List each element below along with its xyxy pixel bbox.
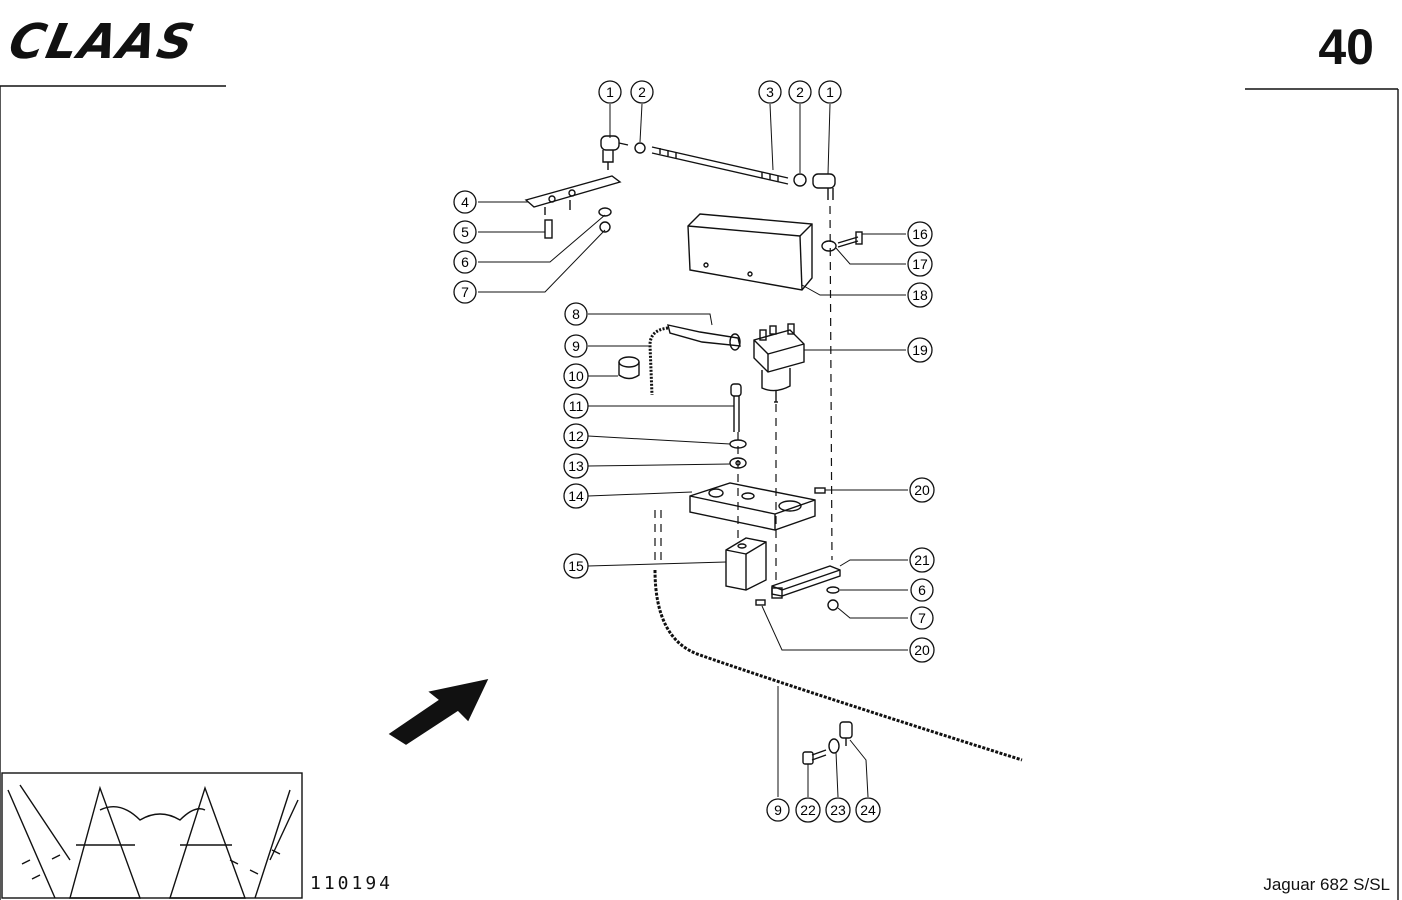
bolt-box xyxy=(837,231,863,248)
svg-text:17: 17 xyxy=(912,256,928,272)
svg-text:7: 7 xyxy=(461,284,469,300)
svg-text:13: 13 xyxy=(568,458,584,474)
drawing-number: 110194 xyxy=(310,873,394,894)
washer-23 xyxy=(828,738,840,754)
callout-19: 19 xyxy=(907,337,933,363)
screw-long xyxy=(730,383,742,432)
svg-text:20: 20 xyxy=(914,642,930,658)
spacer-block xyxy=(725,537,767,591)
svg-text:15: 15 xyxy=(568,558,584,574)
grub-screw-upper xyxy=(814,487,826,494)
cable-clip-24 xyxy=(839,721,853,746)
ball-joint-left xyxy=(600,135,629,170)
svg-text:1: 1 xyxy=(826,84,834,100)
bolt-22 xyxy=(802,749,827,765)
callout-20b: 20 xyxy=(909,637,935,663)
svg-text:9: 9 xyxy=(572,338,580,354)
svg-text:16: 16 xyxy=(912,226,928,242)
nut-7b xyxy=(827,599,839,611)
callout-12: 12 xyxy=(563,423,589,449)
svg-text:11: 11 xyxy=(569,398,584,414)
washer-6b xyxy=(826,586,840,594)
svg-text:9: 9 xyxy=(774,802,782,818)
svg-text:21: 21 xyxy=(914,552,930,568)
callout-13: 13 xyxy=(563,453,589,479)
svg-text:22: 22 xyxy=(800,802,816,818)
washer-box xyxy=(821,240,837,252)
svg-text:4: 4 xyxy=(461,194,469,210)
callout-6a: 6 xyxy=(453,250,477,274)
nut-left xyxy=(634,142,646,154)
svg-text:8: 8 xyxy=(572,306,580,322)
callout-14: 14 xyxy=(563,483,589,509)
callout-9b: 9 xyxy=(766,798,790,822)
svg-text:2: 2 xyxy=(796,84,804,100)
svg-text:10: 10 xyxy=(568,368,584,384)
svg-text:6: 6 xyxy=(461,254,469,270)
svg-text:6: 6 xyxy=(918,582,926,598)
callout-5: 5 xyxy=(453,220,477,244)
svg-text:14: 14 xyxy=(568,488,584,504)
callout-1a: 1 xyxy=(598,80,622,104)
svg-text:7: 7 xyxy=(918,610,926,626)
plug-connector xyxy=(667,324,741,351)
nut-right xyxy=(793,173,807,187)
cable-long xyxy=(653,569,1023,762)
callout-7b: 7 xyxy=(910,606,934,630)
harvester-thumbnail xyxy=(1,772,303,899)
callout-18: 18 xyxy=(907,282,933,308)
solenoid-valve xyxy=(753,323,805,403)
svg-text:19: 19 xyxy=(912,342,928,358)
callout-24: 24 xyxy=(855,797,881,823)
callout-1b: 1 xyxy=(818,80,842,104)
threaded-rod xyxy=(651,146,789,185)
svg-text:20: 20 xyxy=(914,482,930,498)
svg-text:18: 18 xyxy=(912,287,928,303)
grub-screw-lower xyxy=(755,599,766,606)
lever-plate xyxy=(524,175,622,215)
callout-3: 3 xyxy=(758,80,782,104)
svg-text:1: 1 xyxy=(606,84,614,100)
ball-joint-right xyxy=(812,173,836,200)
nut-lower-left xyxy=(599,221,611,233)
callout-7a: 7 xyxy=(453,280,477,304)
callout-10: 10 xyxy=(563,363,589,389)
cable-upper xyxy=(648,326,669,396)
callout-23: 23 xyxy=(825,797,851,823)
svg-text:5: 5 xyxy=(461,224,469,240)
svg-text:24: 24 xyxy=(860,802,876,818)
direction-arrow xyxy=(388,679,489,745)
svg-text:2: 2 xyxy=(638,84,646,100)
callout-8: 8 xyxy=(564,302,588,326)
machine-model: Jaguar 682 S/SL xyxy=(1263,875,1390,894)
pin xyxy=(544,219,553,239)
callout-17: 17 xyxy=(907,251,933,277)
callout-4: 4 xyxy=(453,190,477,214)
svg-text:12: 12 xyxy=(568,428,584,444)
callout-bubbles: 1 2 3 2 1 4 5 6 7 16 17 18 8 9 10 19 11 … xyxy=(453,80,935,823)
callout-16: 16 xyxy=(907,221,933,247)
callout-15: 15 xyxy=(563,553,589,579)
callout-9a: 9 xyxy=(564,334,588,358)
control-box-housing xyxy=(687,213,813,291)
page-number: 40 xyxy=(1318,19,1374,75)
callout-22: 22 xyxy=(795,797,821,823)
callout-11: 11 xyxy=(563,393,589,419)
callout-21: 21 xyxy=(909,547,935,573)
callout-20a: 20 xyxy=(909,477,935,503)
svg-text:3: 3 xyxy=(766,84,774,100)
svg-text:23: 23 xyxy=(830,802,846,818)
washer-left xyxy=(598,207,612,217)
bracket-strip xyxy=(771,565,841,599)
callout-6b: 6 xyxy=(910,578,934,602)
grommet xyxy=(618,356,640,380)
callout-2b: 2 xyxy=(788,80,812,104)
mounting-plate xyxy=(689,482,816,531)
callout-2a: 2 xyxy=(630,80,654,104)
